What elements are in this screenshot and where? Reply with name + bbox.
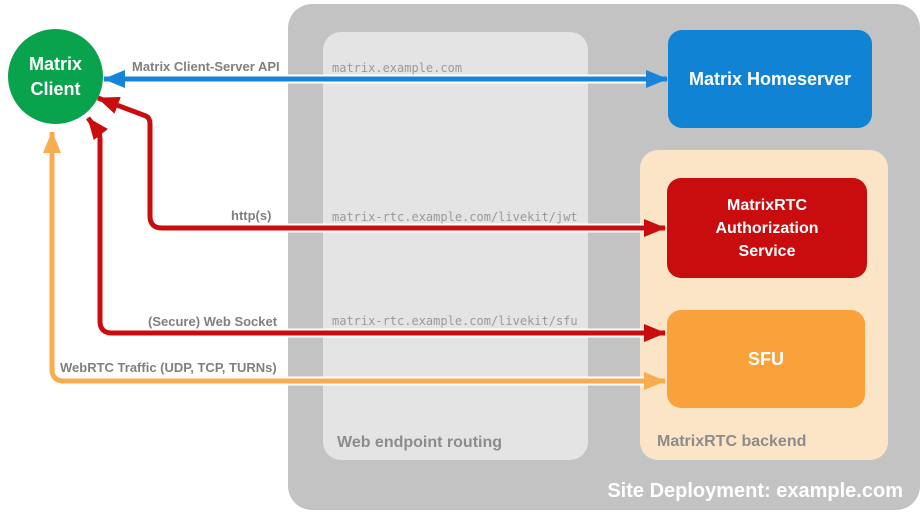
web-endpoint-routing-label: Web endpoint routing (337, 434, 503, 451)
client-server-api-label: Matrix Client-Server API (132, 59, 280, 74)
matrix-homeserver-node: Matrix Homeserver (668, 30, 872, 128)
https-label: http(s) (231, 208, 272, 223)
web-endpoint-routing-container: Web endpoint routing (323, 32, 588, 460)
matrix-client-node: Matrix Client (8, 29, 103, 124)
client-label-line2: Client (30, 78, 81, 99)
web-socket-label: (Secure) Web Socket (148, 314, 278, 329)
route-matrix-example-com: matrix.example.com (332, 61, 463, 75)
site-deployment-container: Web endpoint routing MatrixRTC Authoriza… (288, 4, 920, 510)
client-label-line1: Matrix (28, 53, 82, 74)
site-deployment-label: Site Deployment: example.com (607, 480, 903, 502)
route-livekit-jwt: matrix-rtc.example.com/livekit/jwt (332, 210, 578, 224)
sfu-node: SFU (667, 310, 865, 408)
matrixrtc-backend-label: MatrixRTC backend (657, 433, 807, 450)
route-livekit-sfu: matrix-rtc.example.com/livekit/sfu (332, 314, 578, 328)
matrixrtc-backend-container: MatrixRTC Authorization Service SFU Matr… (640, 150, 888, 460)
auth-service-label-line3: Service (738, 242, 796, 260)
auth-service-label-line2: Authorization (715, 219, 819, 237)
sfu-label: SFU (748, 348, 784, 369)
webrtc-traffic-label: WebRTC Traffic (UDP, TCP, TURNs) (60, 360, 277, 375)
matrixrtc-authorization-service-node: MatrixRTC Authorization Service (667, 178, 867, 278)
homeserver-label: Matrix Homeserver (688, 68, 852, 89)
auth-service-label-line1: MatrixRTC (726, 196, 807, 214)
